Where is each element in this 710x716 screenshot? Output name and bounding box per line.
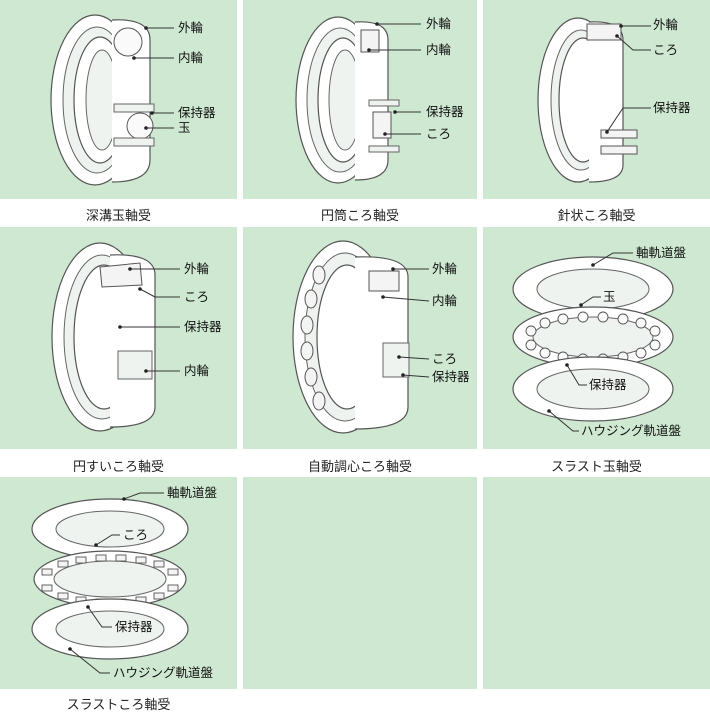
label-outer-ring: 外輪 — [426, 16, 452, 31]
diagram-thrust-roller: 軸軌道盤 ころ 保持器 ハウジング軌道盤 — [31, 485, 218, 680]
caption-deep-groove: 深溝玉軸受 — [85, 209, 151, 224]
label-ball: 玉 — [178, 120, 191, 135]
label-cage: 保持器 — [426, 104, 464, 119]
diagram-cylindrical: 外輪 内輪 保持器 ころ — [295, 16, 464, 184]
label-roller: ころ — [426, 126, 451, 141]
label-cage: 保持器 — [184, 319, 222, 334]
caption-spherical: 自動調心ころ軸受 — [307, 460, 412, 475]
label-cage: 保持器 — [653, 100, 691, 115]
diagram-thrust-ball: 軸軌道盤 玉 保持器 ハウジング軌道盤 — [512, 245, 687, 438]
label-inner-ring: 内輪 — [178, 50, 204, 65]
diagram-spherical: 外輪 内輪 ころ 保持器 — [292, 240, 470, 434]
panel-empty-2 — [483, 477, 710, 689]
caption-thrust-roller: スラストころ軸受 — [66, 698, 171, 713]
label-roller: ころ — [432, 351, 457, 366]
diagram-deep-groove: 外輪 内輪 保持器 玉 — [50, 14, 216, 186]
label-ball: 玉 — [603, 289, 616, 304]
label-outer-ring: 外輪 — [184, 261, 210, 276]
label-shaft-washer: 軸軌道盤 — [636, 245, 687, 260]
label-roller: ころ — [653, 42, 678, 57]
label-roller: ころ — [184, 289, 209, 304]
label-outer-ring: 外輪 — [653, 17, 679, 32]
caption-thrust-ball: スラスト玉軸受 — [551, 460, 642, 475]
label-outer-ring: 外輪 — [178, 20, 204, 35]
label-inner-ring: 内輪 — [426, 42, 452, 57]
label-cage: 保持器 — [432, 369, 470, 384]
label-housing-washer: ハウジング軌道盤 — [581, 423, 682, 438]
label-cage: 保持器 — [589, 377, 627, 392]
caption-cylindrical: 円筒ころ軸受 — [320, 209, 399, 224]
caption-needle: 針状ころ軸受 — [557, 209, 636, 224]
label-inner-ring: 内輪 — [184, 363, 210, 378]
label-shaft-washer: 軸軌道盤 — [167, 485, 218, 500]
label-roller: ころ — [123, 527, 148, 542]
diagram-tapered: 外輪 ころ 保持器 内輪 — [51, 242, 222, 432]
panel-empty-1 — [243, 477, 477, 689]
label-housing-washer: ハウジング軌道盤 — [113, 665, 214, 680]
label-cage: 保持器 — [115, 619, 153, 634]
caption-tapered: 円すいころ軸受 — [72, 460, 164, 475]
label-inner-ring: 内輪 — [432, 293, 458, 308]
label-outer-ring: 外輪 — [432, 261, 458, 276]
diagram-needle: 外輪 ころ 保持器 — [537, 17, 691, 183]
label-cage: 保持器 — [178, 105, 216, 120]
